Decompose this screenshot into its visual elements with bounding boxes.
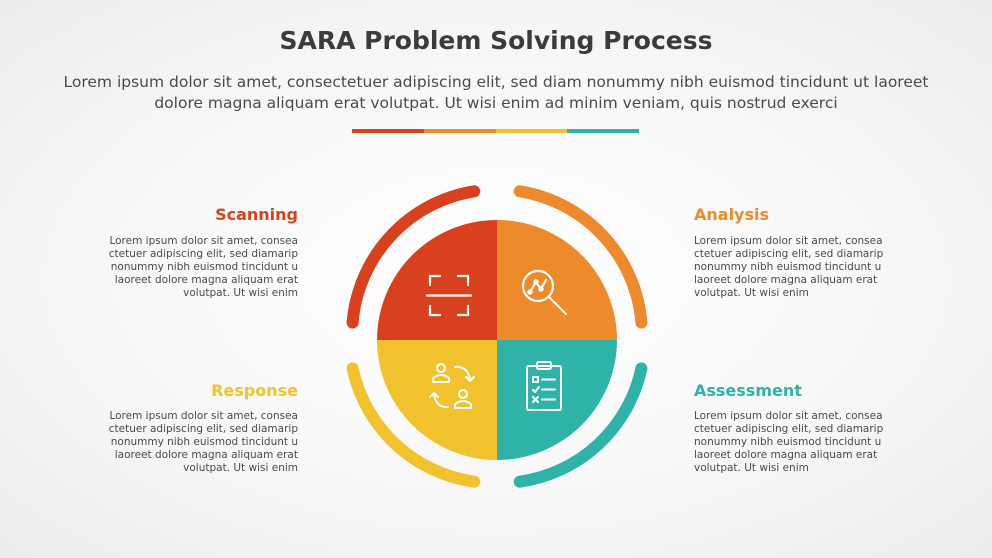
step-text-analysis: Lorem ipsum dolor sit amet, consea ctetu…: [694, 235, 884, 299]
step-label-assessment: Assessment: [694, 381, 802, 400]
magnifier-chart-icon: [521, 269, 568, 316]
scan-frame-icon: [425, 274, 473, 317]
clipboard-checklist-icon: [526, 361, 562, 411]
divider-segment-orange: [423, 129, 496, 133]
step-text-response: Lorem ipsum dolor sit amet, consea ctetu…: [108, 410, 298, 474]
page-subtitle: Lorem ipsum dolor sit amet, consectetuer…: [63, 73, 929, 112]
title-divider: [352, 129, 639, 133]
arc-analysis: [513, 185, 648, 329]
step-label-response: Response: [211, 381, 298, 400]
arc-assessment: [513, 362, 648, 488]
divider-segment-teal: [567, 129, 639, 133]
quadrant-response: [377, 340, 497, 460]
step-label-scanning: Scanning: [215, 205, 298, 224]
step-text-scanning: Lorem ipsum dolor sit amet, consea ctetu…: [108, 235, 298, 299]
page-title: SARA Problem Solving Process: [279, 26, 713, 55]
divider-segment-yellow: [495, 129, 568, 133]
arc-response: [346, 362, 481, 488]
step-text-assessment: Lorem ipsum dolor sit amet, consea ctetu…: [694, 410, 884, 474]
quadrant-analysis: [497, 220, 617, 340]
step-label-analysis: Analysis: [694, 205, 770, 224]
arc-scanning: [346, 185, 481, 329]
people-exchange-icon: [429, 363, 475, 409]
divider-segment-red: [352, 129, 424, 133]
